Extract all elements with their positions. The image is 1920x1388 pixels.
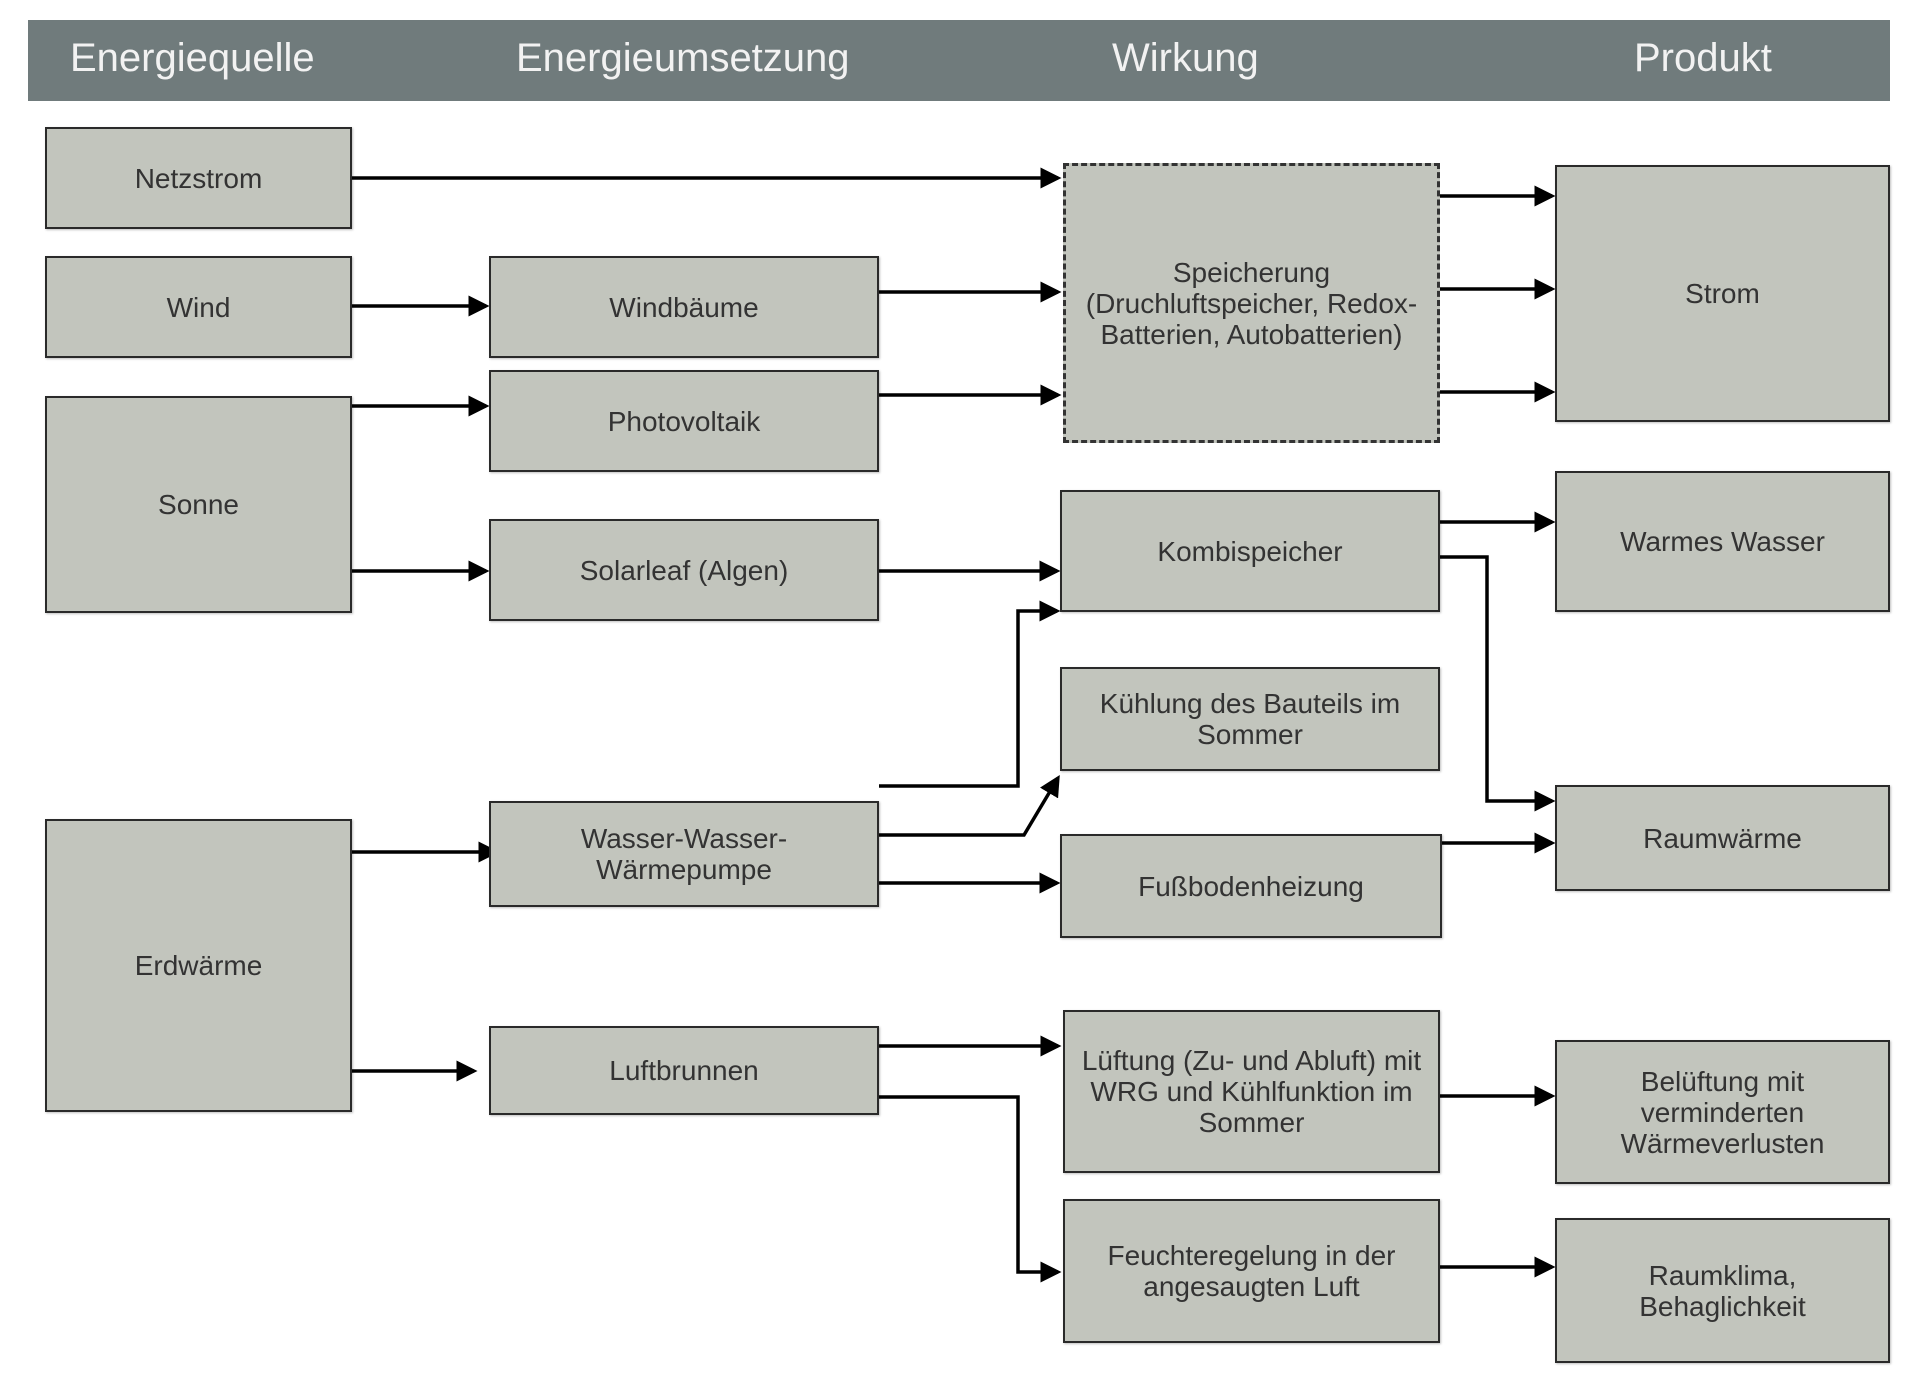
node-label: Kombispeicher: [1157, 535, 1343, 567]
node-label: Wasser-Wasser- Wärmepumpe: [580, 823, 788, 885]
node-feuchteregelung: Feuchteregelung in der angesaugten Luft: [1063, 1199, 1440, 1343]
node-belueftung: Belüftung mit verminderten Wärmeverluste…: [1555, 1040, 1890, 1184]
arrow-luftbrunnen-feuchteregelung: [879, 1095, 1062, 1283]
column-header-energieumsetzung: Energieumsetzung: [516, 36, 850, 80]
node-fussbodenheizung: Fußbodenheizung: [1060, 834, 1442, 938]
node-label: Solarleaf (Algen): [579, 554, 789, 586]
node-label: Wind: [166, 291, 231, 323]
column-header-produkt: Produkt: [1634, 36, 1772, 80]
column-header-bar: Energiequelle Energieumsetzung Wirkung P…: [28, 20, 1890, 101]
node-strom: Strom: [1555, 165, 1890, 422]
node-erdwaerme: Erdwärme: [45, 819, 352, 1112]
node-label: Windbäume: [609, 291, 759, 323]
node-label: Fußbodenheizung: [1138, 870, 1364, 902]
node-label: Raumwärme: [1643, 822, 1802, 854]
node-sonne: Sonne: [45, 396, 352, 613]
node-label: Netzstrom: [134, 162, 263, 194]
node-kombispeicher: Kombispeicher: [1060, 490, 1440, 612]
node-speicherung: Speicherung (Druchluftspeicher, Redox- B…: [1063, 163, 1440, 443]
node-kuehlung: Kühlung des Bauteils im Sommer: [1060, 667, 1440, 771]
column-header-wirkung: Wirkung: [1112, 36, 1259, 80]
node-waermepumpe: Wasser-Wasser- Wärmepumpe: [489, 801, 879, 907]
node-wind: Wind: [45, 256, 352, 358]
column-header-energiequelle: Energiequelle: [70, 36, 315, 80]
arrow-kombispeicher-raumwaerme: [1440, 555, 1556, 812]
node-label: Lüftung (Zu- und Abluft) mit WRG und Küh…: [1081, 1045, 1422, 1138]
node-label: Sonne: [158, 489, 239, 520]
node-label: Strom: [1685, 278, 1760, 309]
node-label: Kühlung des Bauteils im Sommer: [1099, 688, 1401, 750]
node-warmes-wasser: Warmes Wasser: [1555, 471, 1890, 612]
node-label: Speicherung (Druchluftspeicher, Redox- B…: [1085, 256, 1418, 350]
node-raumwaerme: Raumwärme: [1555, 785, 1890, 891]
node-windbaeume: Windbäume: [489, 256, 879, 358]
node-netzstrom: Netzstrom: [45, 127, 352, 229]
node-label: Erdwärme: [134, 950, 263, 981]
node-photovoltaik: Photovoltaik: [489, 370, 879, 472]
node-label: Warmes Wasser: [1620, 526, 1825, 557]
node-label: Raumklima, Behaglichkeit: [1639, 1259, 1806, 1322]
node-raumklima: Raumklima, Behaglichkeit: [1555, 1218, 1890, 1363]
node-label: Belüftung mit verminderten Wärmeverluste…: [1620, 1065, 1825, 1159]
node-label: Photovoltaik: [607, 405, 761, 437]
node-luftbrunnen: Luftbrunnen: [489, 1026, 879, 1115]
arrow-waermepumpe-kombispeicher: [879, 600, 1061, 788]
node-label: Feuchteregelung in der angesaugten Luft: [1107, 1240, 1396, 1302]
node-solarleaf: Solarleaf (Algen): [489, 519, 879, 621]
arrow-waermepumpe-kuehlung: [879, 774, 1060, 837]
node-lueftung: Lüftung (Zu- und Abluft) mit WRG und Küh…: [1063, 1010, 1440, 1173]
node-label: Luftbrunnen: [609, 1055, 759, 1086]
